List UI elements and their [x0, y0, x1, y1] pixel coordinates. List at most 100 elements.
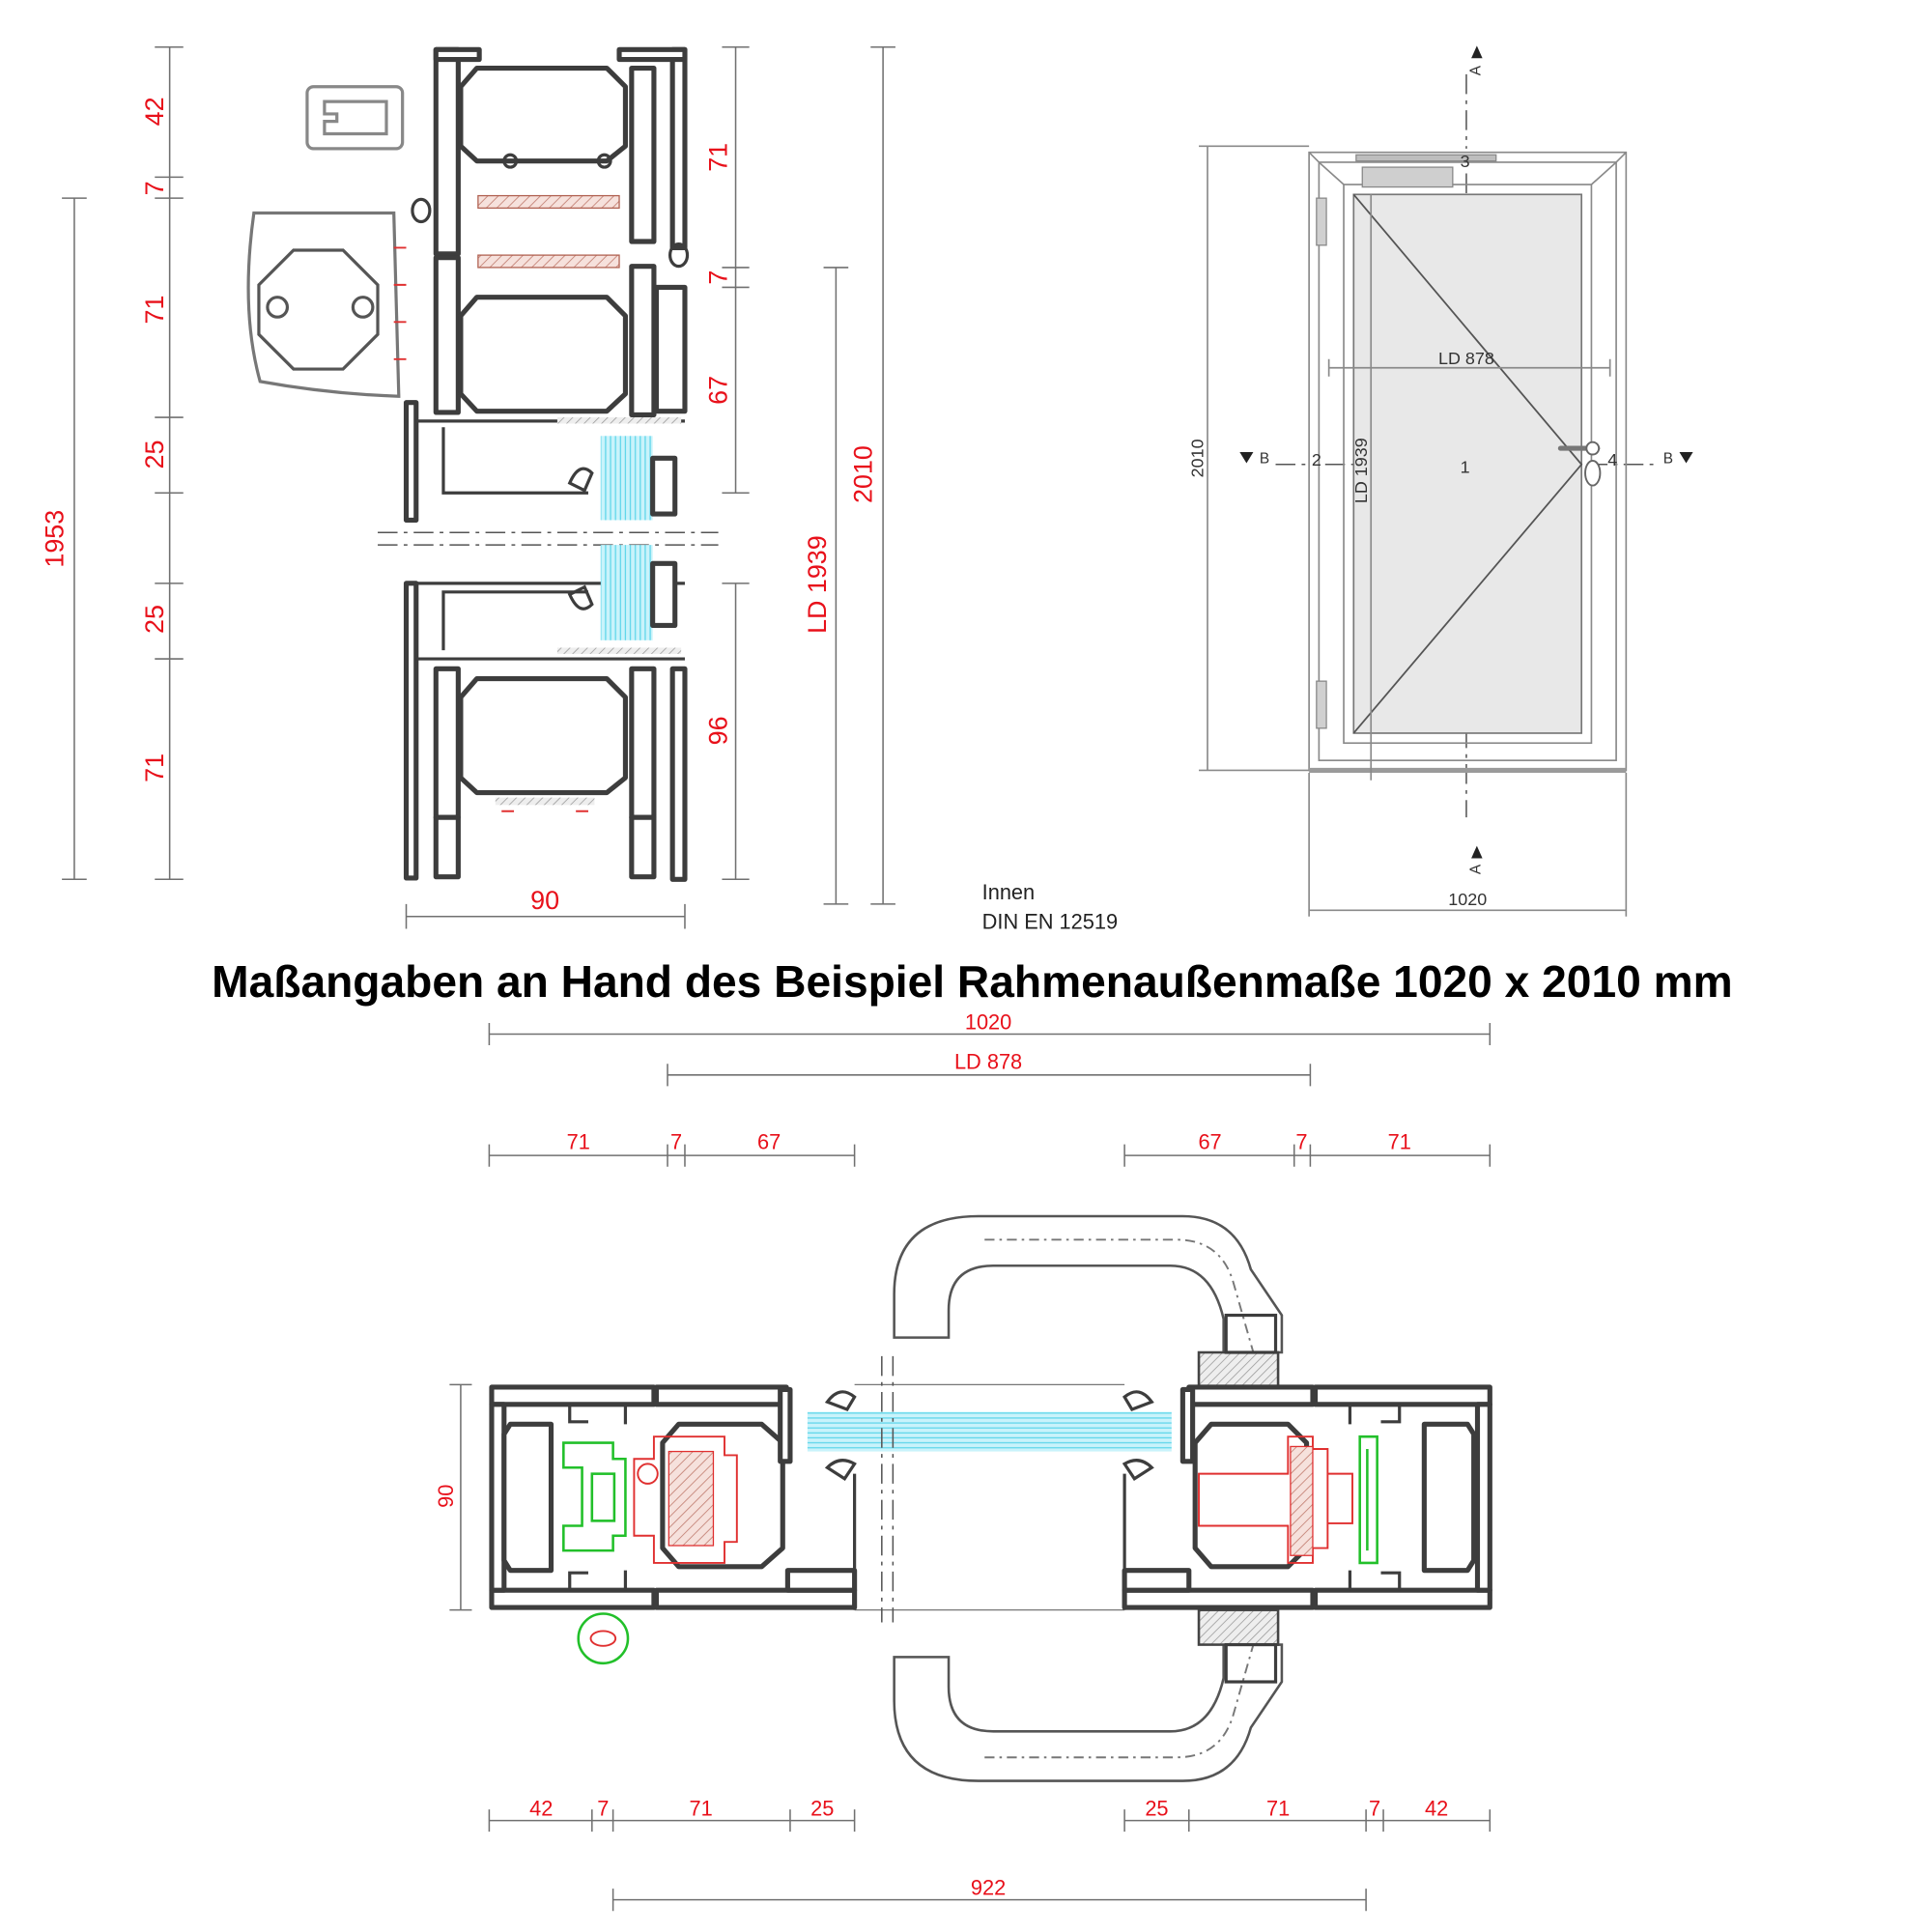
sash-width-ticks — [611, 1889, 1367, 1912]
top-dim-4: 67 — [1198, 1130, 1221, 1154]
elevation-label-2: 2 — [1312, 450, 1321, 469]
bottom-dim-3: 71 — [690, 1796, 713, 1820]
section-b-marker-left-arrow — [1239, 451, 1254, 464]
left-sash-stop — [778, 1386, 793, 1464]
floor-threshold — [1309, 767, 1627, 773]
handle-rosette-neck-outside — [1224, 1313, 1278, 1354]
lever-handle-outer — [893, 1214, 1284, 1354]
hinge-pin — [637, 1463, 659, 1485]
hinge-barrel — [577, 1612, 630, 1665]
upper-frame-chamber — [458, 65, 628, 164]
frame-inner — [1318, 161, 1617, 762]
sash-width-dim: 922 — [971, 1876, 1006, 1900]
right-frame-profile — [1312, 1384, 1492, 1610]
vertical-section-dimension-lines — [62, 45, 895, 929]
left-dim-5: 25 — [140, 605, 169, 634]
lower-sash-left-wall — [433, 666, 461, 820]
top-dim-1: 71 — [567, 1130, 590, 1154]
hinge-frame-insert — [590, 1472, 616, 1522]
section-b-marker-left-label: B — [1260, 450, 1269, 467]
elevation-label-3: 3 — [1461, 152, 1470, 171]
left-sash-bottom-strip — [653, 1587, 858, 1610]
note-standard: DIN EN 12519 — [982, 910, 1118, 934]
right-sash-bottom-strip — [1122, 1587, 1316, 1610]
left-sash-gasket-inner — [824, 1459, 857, 1481]
thermal-break-upper — [477, 194, 620, 210]
key-escutcheon — [1584, 459, 1602, 487]
right-dimension-ticks — [722, 45, 750, 881]
lower-outer-left-wall — [403, 581, 419, 881]
left-dim-2: 7 — [140, 181, 169, 195]
left-frame-profile — [489, 1384, 657, 1610]
door-elevation: 2010 LD 878 LD 1939 1020 1 2 3 4 B B A A — [1188, 45, 1693, 917]
door-closer — [246, 211, 407, 398]
door-closer-rail — [1355, 154, 1497, 162]
section-b-marker-right-label: B — [1663, 450, 1673, 467]
lock-hardware-right — [1198, 1435, 1378, 1565]
hinge-sash-part — [633, 1435, 738, 1564]
bottom-dims-ticks — [488, 1809, 1492, 1833]
chamber-gasket-right — [596, 153, 612, 169]
left-sash-top-strip — [653, 1384, 789, 1407]
lower-sash-right-wall — [629, 666, 657, 820]
depth-dim-horizontal: 90 — [434, 1485, 458, 1508]
door-closer-body — [246, 211, 401, 398]
lever-handle-inner-outer — [893, 1643, 1284, 1782]
left-dim-1: 42 — [140, 97, 169, 126]
bottom-dim-6: 71 — [1266, 1796, 1290, 1820]
right-frame-hooks — [1348, 1404, 1402, 1591]
right-sash-gasket-outer — [1122, 1390, 1154, 1411]
rail-inner — [323, 99, 388, 136]
frame-corner-lines — [1308, 152, 1627, 185]
right-sash-gasket-inner — [1122, 1459, 1154, 1481]
right-dim-2: 7 — [704, 270, 733, 285]
left-frame-chamber — [501, 1421, 554, 1574]
clear-height-dimension-ticks — [823, 267, 849, 905]
upper-sash-right-wall — [629, 264, 657, 418]
bottom-dim-2: 7 — [597, 1796, 609, 1820]
left-frame-hooks — [568, 1404, 628, 1591]
lock-case-body — [1290, 1445, 1314, 1556]
top-dim-3: 67 — [757, 1130, 781, 1154]
top-dims-ticks — [488, 1144, 1492, 1167]
elevation-label-4: 4 — [1607, 450, 1617, 469]
lower-glazing-bead-right — [650, 560, 678, 629]
horizontal-section: 1020 LD 878 71 7 67 67 7 71 90 42 7 71 2… — [434, 1009, 1492, 1912]
thermal-break-lower — [477, 254, 620, 269]
elevation-label-1: 1 — [1461, 458, 1470, 477]
upper-frame-outer-wall — [669, 46, 688, 250]
hinge-bottom — [1316, 680, 1327, 729]
chamber-gasket-left — [502, 153, 519, 169]
clear-width-dim: LD 878 — [954, 1049, 1022, 1073]
upper-sash-chamber — [458, 295, 628, 414]
left-dimension-ticks — [155, 45, 184, 881]
handle-rosette-inside — [1197, 1608, 1280, 1646]
hinge-top — [1316, 197, 1327, 246]
lever-handle-inner-core — [984, 1644, 1255, 1759]
frame-gasket-right — [668, 242, 690, 269]
upper-sash-left-wall — [433, 255, 461, 415]
door-closer-axle-left — [266, 296, 290, 319]
rail-outline — [305, 85, 405, 151]
right-frame-bottom-strip — [1312, 1587, 1492, 1610]
section-a-marker-top-label: A — [1468, 65, 1485, 75]
left-sash-bead — [784, 1568, 858, 1593]
lower-sash-outer-wall — [669, 666, 688, 882]
lower-glazing — [403, 545, 685, 881]
elevation-width-ticks — [1308, 773, 1628, 917]
right-sash-profile — [1122, 1384, 1316, 1610]
lower-glass-gasket — [567, 584, 594, 611]
top-dim-6: 71 — [1388, 1130, 1411, 1154]
frame-gasket-left — [411, 197, 432, 224]
upper-glazing-left-wall — [403, 400, 419, 524]
overall-width-dim: 1020 — [965, 1009, 1011, 1034]
hinge-barrel-core — [589, 1630, 617, 1647]
bottom-flange-left — [433, 814, 461, 880]
door-closer-mount — [393, 246, 407, 360]
bottom-flange-right — [629, 814, 657, 880]
clear-height-dim: LD 1939 — [803, 535, 832, 634]
elevation-height-label: 2010 — [1188, 439, 1208, 477]
overall-width-ticks — [488, 1022, 1492, 1046]
hinge-sash-block — [668, 1450, 715, 1547]
